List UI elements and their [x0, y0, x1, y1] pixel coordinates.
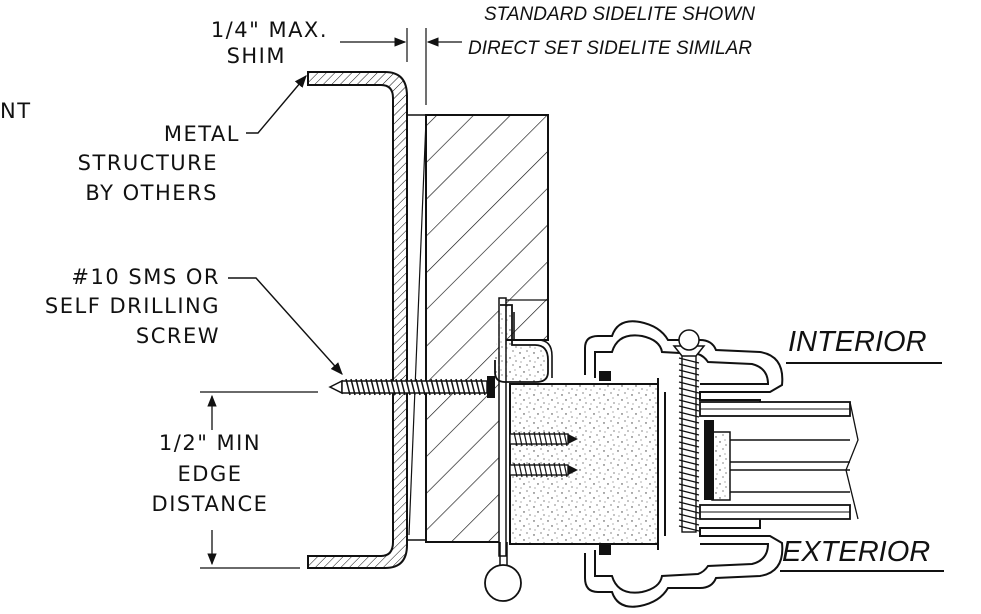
edge-label-line1: 1/2" MIN	[158, 431, 262, 455]
foam-filled-core	[509, 383, 659, 545]
edge-label-line2: EDGE	[177, 462, 243, 486]
anchor-screw	[328, 376, 495, 398]
anchor-clip	[494, 297, 553, 557]
bottom-bulb	[484, 542, 522, 602]
core-screw-lower	[509, 462, 578, 478]
core-screw-upper	[509, 431, 578, 447]
exterior-label: EXTERIOR	[782, 536, 931, 568]
frame-screw	[672, 329, 706, 533]
metal-label-line2: STRUCTURE	[77, 151, 218, 175]
shim-label-line2: SHIM	[226, 44, 286, 68]
shim	[406, 114, 427, 541]
metal-structure	[307, 71, 408, 569]
interior-label: INTERIOR	[788, 326, 927, 358]
header-line1: STANDARD SIDELITE SHOWN	[484, 4, 755, 25]
screw-leader	[228, 277, 343, 375]
header-line2: DIRECT SET SIDELITE SIMILAR	[468, 38, 752, 59]
screw-label-line1: #10 SMS OR	[71, 265, 220, 289]
glazing-unit	[699, 401, 859, 520]
shim-label-line1: 1/4" MAX.	[210, 18, 328, 42]
metal-label-line3: BY OTHERS	[85, 181, 218, 205]
screw-label-line3: SCREW	[135, 324, 220, 348]
edge-label-line3: DISTANCE	[151, 492, 269, 516]
screw-label-line2: SELF DRILLING	[44, 294, 220, 318]
metal-structure-leader	[246, 75, 307, 134]
shim-dimension	[340, 28, 462, 105]
cut-off-text: NT	[0, 99, 32, 123]
metal-label-line1: METAL	[163, 122, 240, 146]
edge-distance-dimension	[200, 391, 318, 569]
